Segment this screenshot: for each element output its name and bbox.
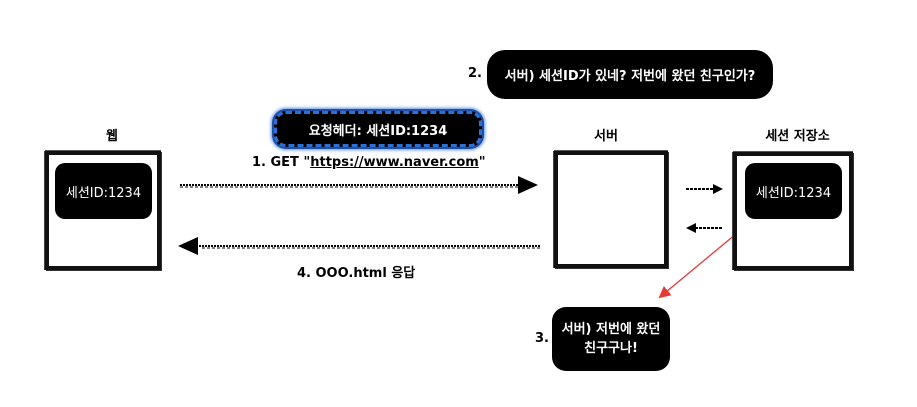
server-check-step: 2. [468, 66, 482, 81]
server-recognize-step: 3. [535, 331, 549, 346]
session-store-title: 세션 저장소 [765, 129, 830, 144]
server-title: 서버 [594, 129, 618, 144]
return-arrow [686, 223, 722, 233]
server-box [554, 151, 668, 268]
response-arrow [178, 237, 540, 255]
response-step-label: 4. OOO.html 응답 [297, 266, 416, 281]
request-url-link[interactable]: https://www.naver.com [310, 155, 479, 170]
request-step-label: 1. GET "https://www.naver.com" [252, 155, 486, 170]
request-header-badge: 요청헤더: 세션ID:1234 [274, 111, 482, 147]
request-step-prefix: 1. GET " [252, 155, 311, 170]
server-recognize-bubble: 서버) 저번에 왔던 친구구나! [552, 307, 670, 371]
store-session-chip: 세션ID:1234 [745, 163, 842, 219]
server-recognize-line2: 친구구나! [584, 341, 638, 356]
server-check-bubble: 서버) 세션ID가 있네? 저번에 왔던 친구인가? [487, 50, 773, 99]
web-session-chip: 세션ID:1234 [55, 163, 152, 219]
request-arrow [180, 176, 538, 194]
request-step-suffix: " [478, 155, 486, 170]
server-recognize-line1: 서버) 저번에 왔던 [561, 322, 661, 337]
lookup-arrow [686, 184, 723, 194]
web-title: 웹 [106, 129, 118, 144]
